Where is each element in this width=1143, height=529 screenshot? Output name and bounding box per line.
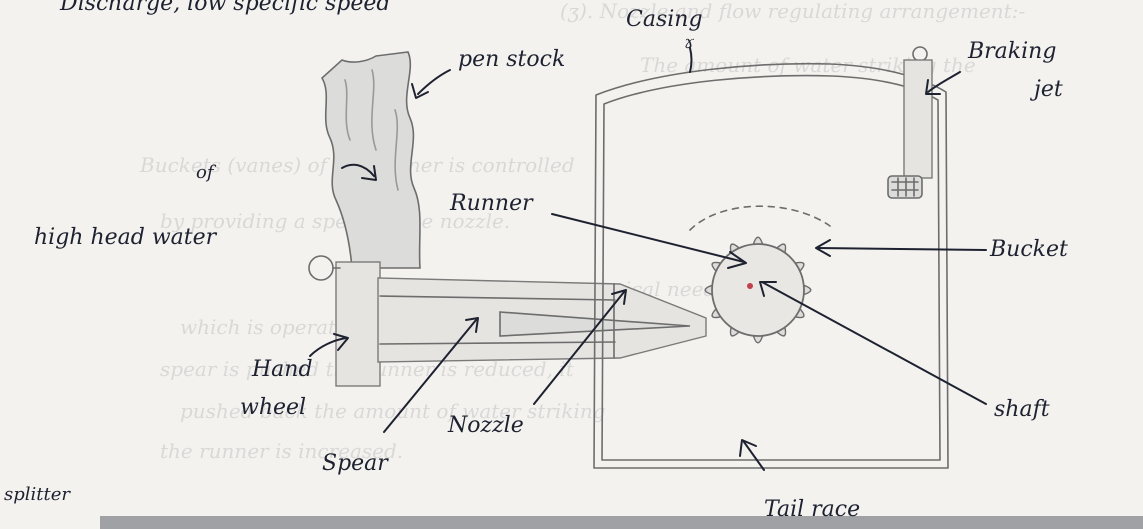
- label-jet: jet: [1029, 77, 1063, 102]
- label-hand: Hand: [251, 357, 313, 382]
- label-tail-race: Tail race: [764, 497, 860, 522]
- label-pen-stock: pen stock: [458, 47, 565, 72]
- label-shaft: shaft: [994, 397, 1050, 422]
- label-splitter: splitter: [4, 484, 71, 505]
- bleed-through-text: (ʒ). Nozzle and flow regulating arrangem…: [139, 0, 1025, 463]
- label-casing-mark: ɤ: [684, 32, 694, 53]
- label-nozzle: Nozzle: [447, 413, 524, 438]
- label-spear: Spear: [322, 451, 389, 476]
- shaft-center: [747, 283, 753, 289]
- label-high-head-water: high head water: [34, 225, 218, 250]
- label-bucket: Bucket: [989, 237, 1068, 262]
- label-braking: Braking: [967, 39, 1056, 64]
- page-edge-shadow: [100, 516, 1143, 529]
- runner-wheel: [690, 206, 830, 343]
- penstock: [322, 52, 420, 268]
- label-wheel: wheel: [240, 395, 306, 420]
- header-fragment: Discharge, low specific speed: [59, 0, 391, 16]
- label-runner: Runner: [449, 191, 534, 216]
- label-casing: Casing: [626, 7, 703, 32]
